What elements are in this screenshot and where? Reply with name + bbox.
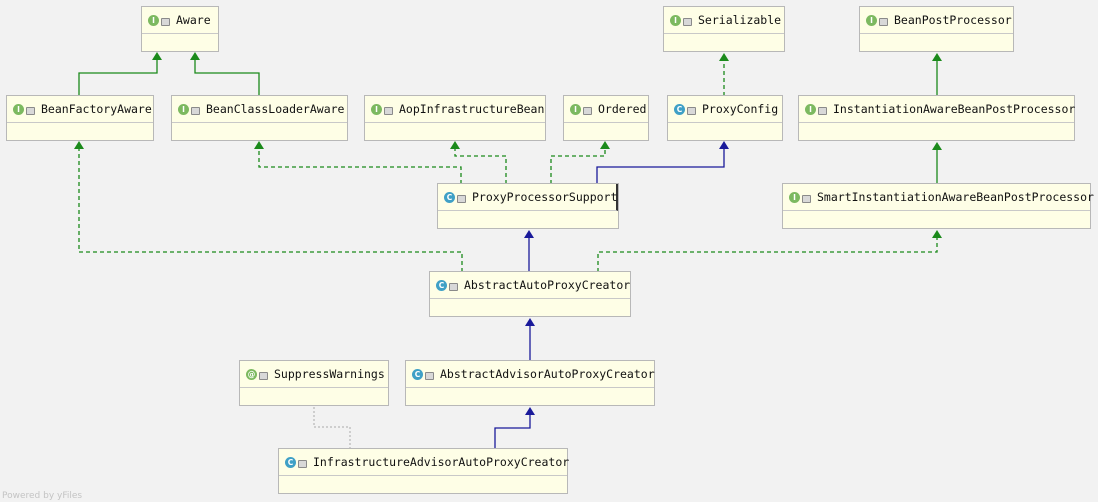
lock-icon <box>683 17 692 26</box>
node-ordered[interactable]: I Ordered <box>563 95 649 141</box>
lock-icon <box>191 106 200 115</box>
lock-icon <box>425 371 434 380</box>
lock-icon <box>384 106 393 115</box>
node-label: Serializable <box>698 13 782 27</box>
node-proxy-config[interactable]: C ProxyConfig <box>667 95 783 141</box>
edge-iaapc-aaapc <box>494 414 531 449</box>
arrow-head <box>254 141 264 149</box>
node-label: ProxyConfig <box>702 102 779 116</box>
arrow-head <box>152 52 162 60</box>
node-label: Ordered <box>598 102 647 116</box>
interface-icon: I <box>866 14 877 26</box>
lock-icon <box>449 282 458 291</box>
interface-icon: I <box>789 191 800 203</box>
node-label: BeanFactoryAware <box>41 102 152 116</box>
node-bean-class-loader-aware[interactable]: I BeanClassLoaderAware <box>171 95 348 141</box>
node-label: AbstractAutoProxyCreator <box>464 278 631 292</box>
node-suppress-warnings[interactable]: @ SuppressWarnings <box>239 360 389 406</box>
interface-icon: I <box>178 103 189 115</box>
lock-icon <box>161 17 170 26</box>
node-smart-instantiation-aware-bpp[interactable]: I SmartInstantiationAwareBeanPostProcesso… <box>782 183 1094 229</box>
class-icon: C <box>412 368 423 380</box>
arrow-head <box>525 318 535 326</box>
node-bean-factory-aware[interactable]: I BeanFactoryAware <box>6 95 154 141</box>
edge-aapc-beanfactoryaware <box>78 148 463 272</box>
node-label: InstantiationAwareBeanPostProcessor <box>833 102 1076 116</box>
edge-beanclassloaderaware-aware <box>194 59 260 96</box>
interface-icon: I <box>371 103 382 115</box>
arrow-head <box>932 142 942 150</box>
arrow-head <box>525 407 535 415</box>
edge-pps-beanclassloaderaware <box>258 148 462 184</box>
yfiles-watermark: Powered by yFiles <box>2 491 83 501</box>
lock-icon <box>298 459 307 468</box>
class-icon: C <box>674 103 685 115</box>
lock-icon <box>259 371 268 380</box>
node-abstract-advisor-auto-proxy-creator[interactable]: C AbstractAdvisorAutoProxyCreator <box>405 360 655 406</box>
lock-icon <box>687 106 696 115</box>
interface-icon: I <box>670 14 681 26</box>
node-aop-infrastructure-bean[interactable]: I AopInfrastructureBean <box>364 95 546 141</box>
class-icon: C <box>436 279 447 291</box>
interface-icon: I <box>805 103 816 115</box>
node-abstract-auto-proxy-creator[interactable]: C AbstractAutoProxyCreator <box>429 271 631 317</box>
edge-pps-ordered <box>550 148 606 184</box>
arrow-head <box>932 53 942 61</box>
node-bean-post-processor[interactable]: I BeanPostProcessor <box>859 6 1014 52</box>
lock-icon <box>26 106 35 115</box>
lock-icon <box>583 106 592 115</box>
arrow-head <box>719 141 729 149</box>
lock-icon <box>457 194 466 203</box>
node-aware[interactable]: I Aware <box>141 6 219 52</box>
node-label: InfrastructureAdvisorAutoProxyCreator <box>313 455 570 469</box>
annotation-icon: @ <box>246 368 257 380</box>
arrow-head <box>74 141 84 149</box>
interface-icon: I <box>570 103 581 115</box>
node-serializable[interactable]: I Serializable <box>663 6 785 52</box>
node-label: AbstractAdvisorAutoProxyCreator <box>440 367 655 381</box>
class-icon: C <box>444 191 455 203</box>
node-proxy-processor-support[interactable]: C ProxyProcessorSupport <box>437 183 619 229</box>
node-infrastructure-advisor-auto-proxy-creator[interactable]: C InfrastructureAdvisorAutoProxyCreator <box>278 448 570 494</box>
edge-iaapc-suppresswarnings <box>313 407 351 449</box>
arrow-head <box>719 53 729 61</box>
arrow-head <box>524 230 534 238</box>
lock-icon <box>818 106 827 115</box>
class-icon: C <box>285 456 296 468</box>
edge-pps-proxyconfig <box>596 148 725 184</box>
arrow-head <box>600 141 610 149</box>
node-label: AopInfrastructureBean <box>399 102 545 116</box>
node-label: SuppressWarnings <box>274 367 385 381</box>
arrow-head <box>932 230 942 238</box>
node-label: SmartInstantiationAwareBeanPostProcessor <box>817 190 1094 204</box>
interface-icon: I <box>13 103 24 115</box>
node-instantiation-aware-bpp[interactable]: I InstantiationAwareBeanPostProcessor <box>798 95 1075 141</box>
arrow-head <box>190 52 200 60</box>
arrow-head <box>450 141 460 149</box>
node-label: ProxyProcessorSupport <box>472 190 618 204</box>
node-label: BeanPostProcessor <box>894 13 1012 27</box>
interface-icon: I <box>148 14 159 26</box>
edge-pps-aopinfrastructurebean <box>454 148 507 184</box>
edge-aapc-siabpp <box>597 237 938 272</box>
node-label: BeanClassLoaderAware <box>206 102 345 116</box>
lock-icon <box>879 17 888 26</box>
node-label: Aware <box>176 13 211 27</box>
edge-beanfactoryaware-aware <box>78 59 158 96</box>
lock-icon <box>802 194 811 203</box>
